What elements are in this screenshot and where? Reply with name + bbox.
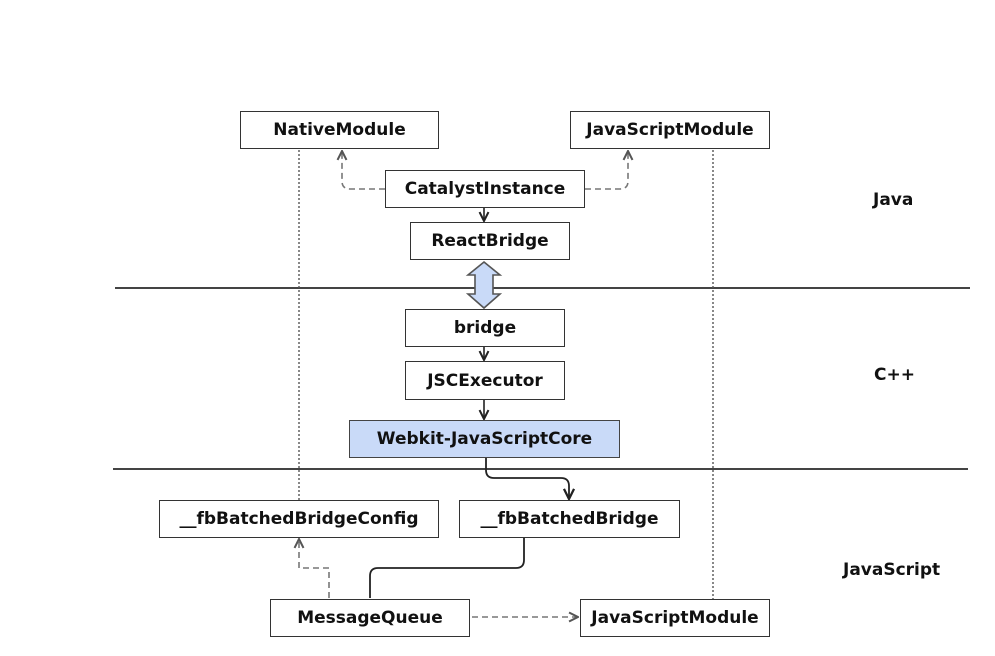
arrow-catalyst-to-jsmodule — [585, 151, 628, 190]
arrow-catalyst-to-native — [342, 151, 385, 190]
javascript-module-top-box: JavaScriptModule — [570, 111, 770, 149]
arrow-messagequeue-to-config — [299, 539, 330, 598]
layer-label-java: Java — [873, 190, 914, 210]
javascript-module-bottom-box: JavaScriptModule — [580, 599, 770, 637]
webkit-javascriptcore-box: Webkit-JavaScriptCore — [349, 420, 620, 458]
catalyst-instance-box: CatalystInstance — [385, 170, 585, 208]
message-queue-box: MessageQueue — [270, 599, 470, 637]
bridge-box: bridge — [405, 309, 565, 347]
bidirectional-arrow — [465, 260, 503, 310]
arrow-webkit-to-fbbatchedbridge — [485, 458, 569, 499]
fb-batched-bridge-config-box: __fbBatchedBridgeConfig — [159, 500, 439, 538]
layer-label-javascript: JavaScript — [843, 560, 941, 580]
fb-batched-bridge-box: __fbBatchedBridge — [459, 500, 680, 538]
layer-label-cpp: C++ — [874, 365, 915, 385]
react-bridge-box: ReactBridge — [410, 222, 570, 260]
line-fbbatchedbridge-to-messagequeue — [369, 538, 525, 598]
native-module-box: NativeModule — [240, 111, 439, 149]
jsc-executor-box: JSCExecutor — [405, 361, 565, 400]
